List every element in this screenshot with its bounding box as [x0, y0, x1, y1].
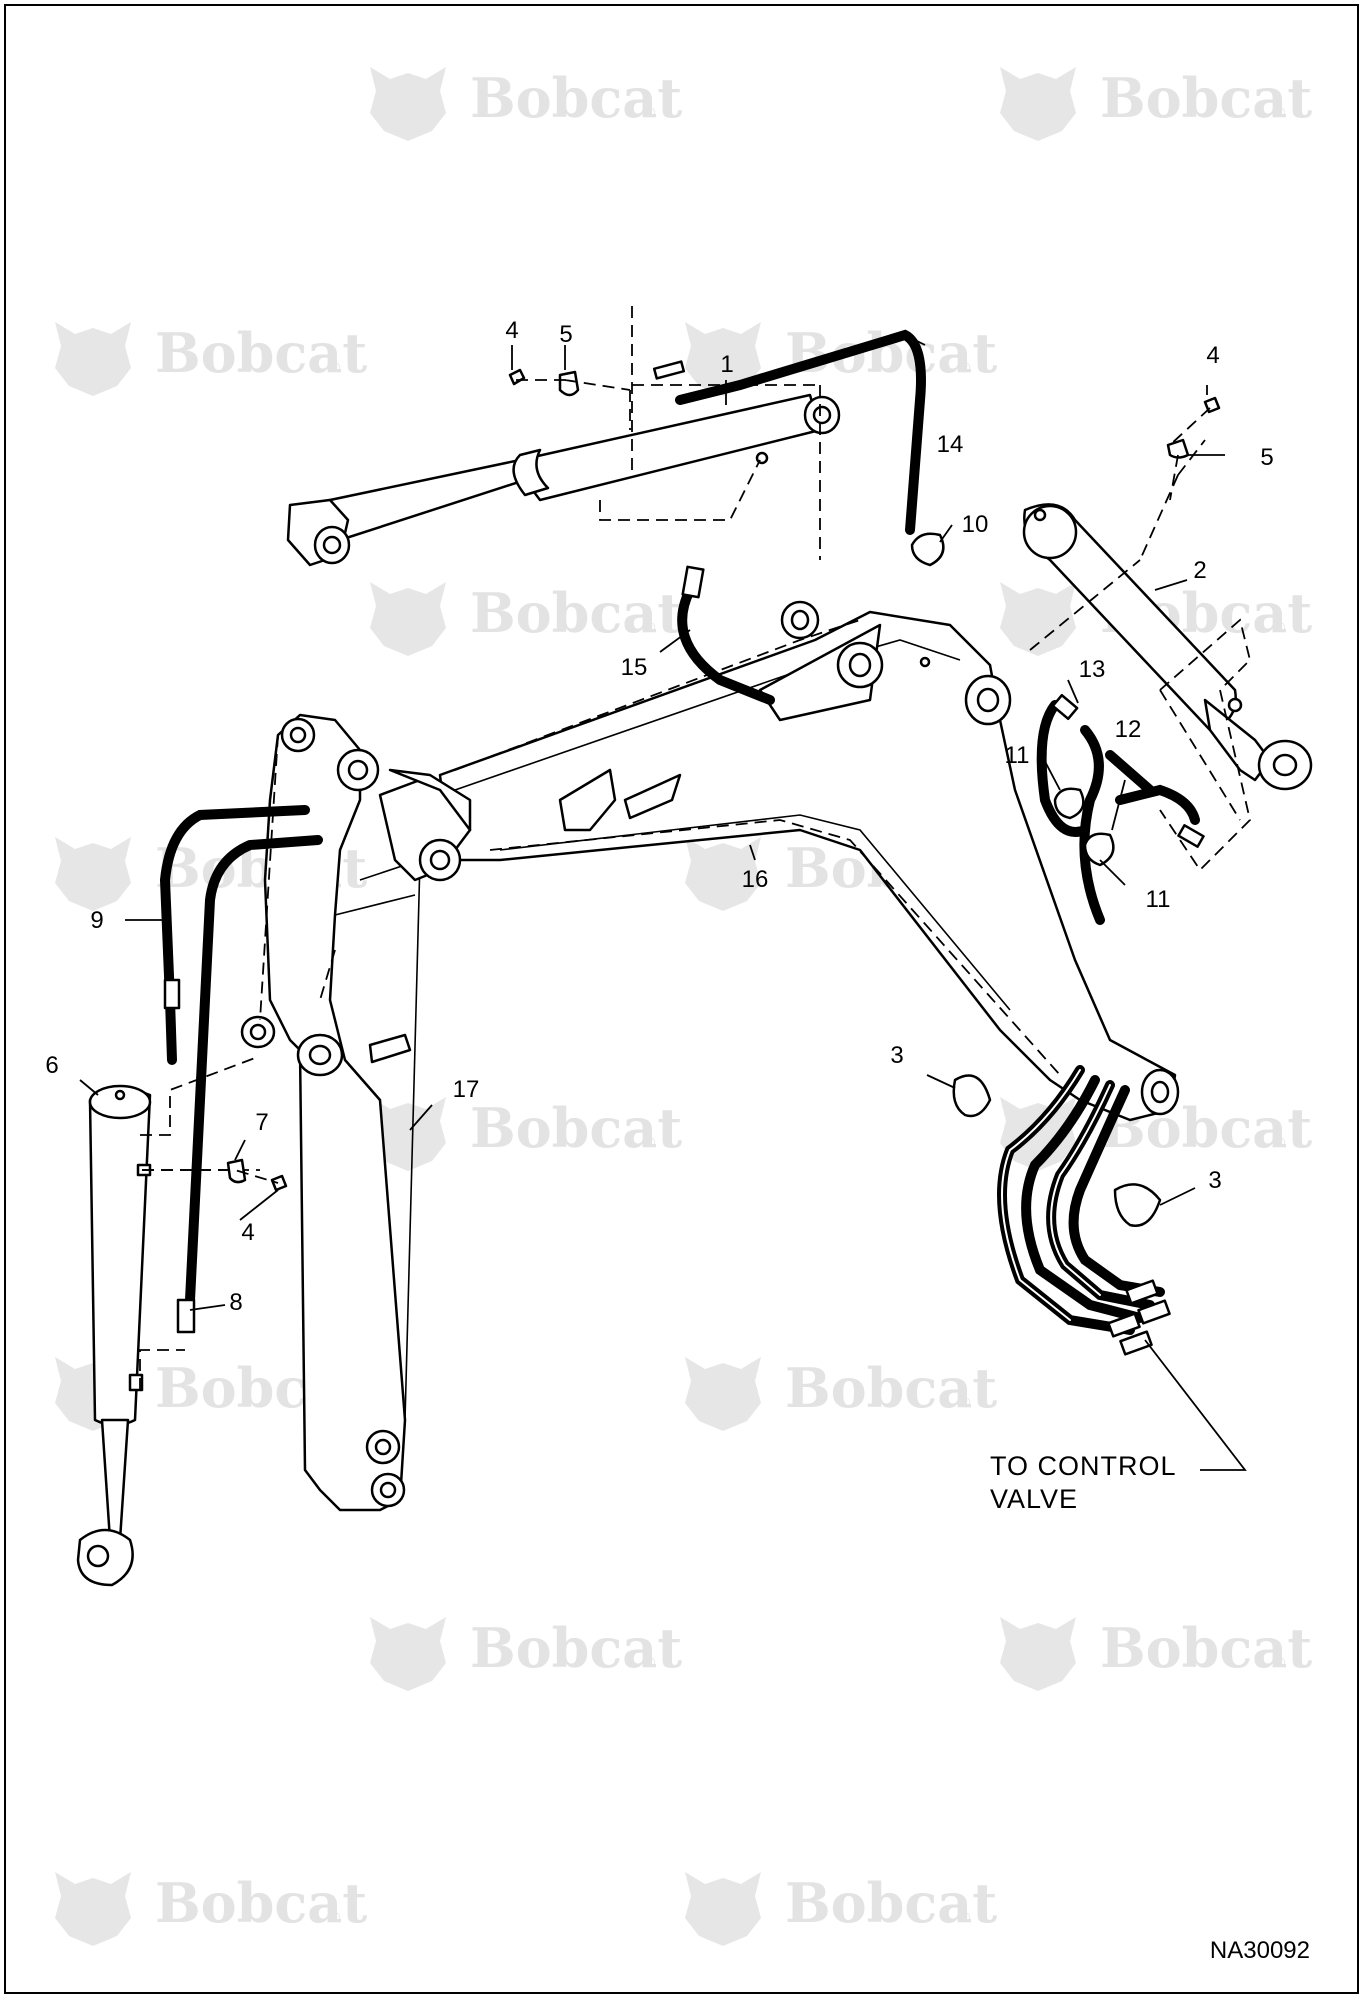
callout-13: 13	[1079, 656, 1106, 683]
watermark-registered-mark: ®	[645, 619, 656, 635]
watermark: Bobcat®	[1000, 1616, 1312, 1691]
bucket-cylinder	[76, 1057, 260, 1587]
bobcat-logo-icon	[1000, 582, 1076, 656]
watermark-registered-mark: ®	[960, 359, 971, 375]
watermark: Bobcat®	[370, 1096, 682, 1171]
callout-1: 1	[720, 351, 733, 378]
bobcat-logo-icon	[55, 322, 131, 396]
callout-4-top: 4	[505, 317, 518, 344]
watermark: Bobcat®	[685, 321, 997, 396]
diagram-frame	[4, 4, 1359, 1994]
callout-12: 12	[1115, 716, 1142, 743]
bobcat-logo-icon	[55, 837, 131, 911]
callout-9: 9	[90, 907, 103, 934]
watermark-brand: Bobcat	[470, 1096, 682, 1160]
watermark: Bobcat®	[55, 321, 367, 396]
callout-3-right: 3	[1208, 1167, 1221, 1194]
bobcat-logo-icon	[685, 1357, 761, 1431]
hoses	[159, 329, 1200, 1335]
watermark-brand: Bobcat	[785, 321, 997, 385]
watermark-registered-mark: ®	[645, 1134, 656, 1150]
callout-2: 2	[1193, 557, 1206, 584]
watermark-registered-mark: ®	[330, 359, 341, 375]
watermark-registered-mark: ®	[645, 104, 656, 120]
watermark: Bobcat®	[1000, 66, 1312, 141]
watermark: Bobcat®	[370, 581, 682, 656]
callout-14: 14	[937, 431, 964, 458]
boom-cylinder	[1022, 439, 1313, 872]
bobcat-logo-icon	[1000, 1617, 1076, 1691]
bobcat-logo-icon	[1000, 1097, 1076, 1171]
watermark: Bobcat®	[370, 1616, 682, 1691]
hardware	[142, 368, 1221, 1227]
bobcat-logo-icon	[685, 837, 761, 911]
watermark-registered-mark: ®	[645, 1654, 656, 1670]
callout-17: 17	[453, 1076, 480, 1103]
callout-3-left: 3	[890, 1042, 903, 1069]
watermark-registered-mark: ®	[1275, 1654, 1286, 1670]
callout-6: 6	[45, 1052, 58, 1079]
callout-5-right: 5	[1260, 444, 1273, 471]
callout-16: 16	[742, 866, 769, 893]
callout-10: 10	[962, 511, 989, 538]
control-valve-note-line-2: VALVE	[990, 1484, 1078, 1514]
bobcat-logo-icon	[1000, 67, 1076, 141]
watermark-brand: Bobcat	[155, 1871, 367, 1935]
callout-7: 7	[255, 1109, 268, 1136]
bobcat-logo-icon	[685, 322, 761, 396]
watermark: Bobcat®	[685, 1356, 997, 1431]
hose-fittings	[163, 360, 1205, 1356]
callout-5-top: 5	[559, 321, 572, 348]
callout-11-lower: 11	[1146, 886, 1171, 913]
boom	[438, 600, 1180, 1122]
watermark-brand: Bobcat	[155, 321, 367, 385]
watermark-brand: Bobcat	[1100, 66, 1312, 130]
callout-4-lower: 4	[241, 1219, 254, 1246]
bobcat-logo-icon	[685, 1872, 761, 1946]
callout-4-right: 4	[1206, 342, 1219, 369]
bobcat-logo-icon	[370, 1617, 446, 1691]
watermark-brand: Bobcat	[470, 581, 682, 645]
watermark-registered-mark: ®	[330, 1909, 341, 1925]
callout-labels: 1 2 3 3 4 4 4 5 5 6 7 8 9 10 11 11 12 13…	[45, 317, 1273, 1316]
bobcat-logo-icon	[370, 1097, 446, 1171]
arm	[240, 713, 472, 1512]
callout-11-upper: 11	[1005, 742, 1030, 769]
figure-id: NA30092	[1210, 1937, 1310, 1964]
watermark: Bobcat®	[55, 1871, 367, 1946]
watermark-layer: Bobcat®Bobcat®Bobcat®Bobcat®Bobcat®Bobca…	[55, 66, 1312, 1946]
watermark: Bobcat®	[685, 1871, 997, 1946]
watermark-brand: Bobcat	[785, 1871, 997, 1935]
watermark-brand: Bobcat	[1100, 1616, 1312, 1680]
bobcat-logo-icon	[370, 67, 446, 141]
watermark-brand: Bobcat	[470, 66, 682, 130]
watermark-registered-mark: ®	[960, 1394, 971, 1410]
watermark-registered-mark: ®	[1275, 104, 1286, 120]
watermark-registered-mark: ®	[1275, 1134, 1286, 1150]
watermark-brand: Bobcat	[470, 1616, 682, 1680]
callout-8: 8	[229, 1289, 242, 1316]
bobcat-logo-icon	[55, 1872, 131, 1946]
control-valve-note-line-1: TO CONTROL	[990, 1451, 1177, 1481]
watermark: Bobcat®	[370, 66, 682, 141]
arm-cylinder	[286, 300, 841, 567]
bobcat-logo-icon	[370, 582, 446, 656]
watermark-registered-mark: ®	[1275, 619, 1286, 635]
watermark: Bobcat®	[1000, 1096, 1312, 1171]
watermark-brand: Bobcat	[785, 1356, 997, 1420]
callout-15: 15	[621, 654, 648, 681]
leader-lines	[79, 339, 1247, 1471]
watermark-registered-mark: ®	[960, 1909, 971, 1925]
